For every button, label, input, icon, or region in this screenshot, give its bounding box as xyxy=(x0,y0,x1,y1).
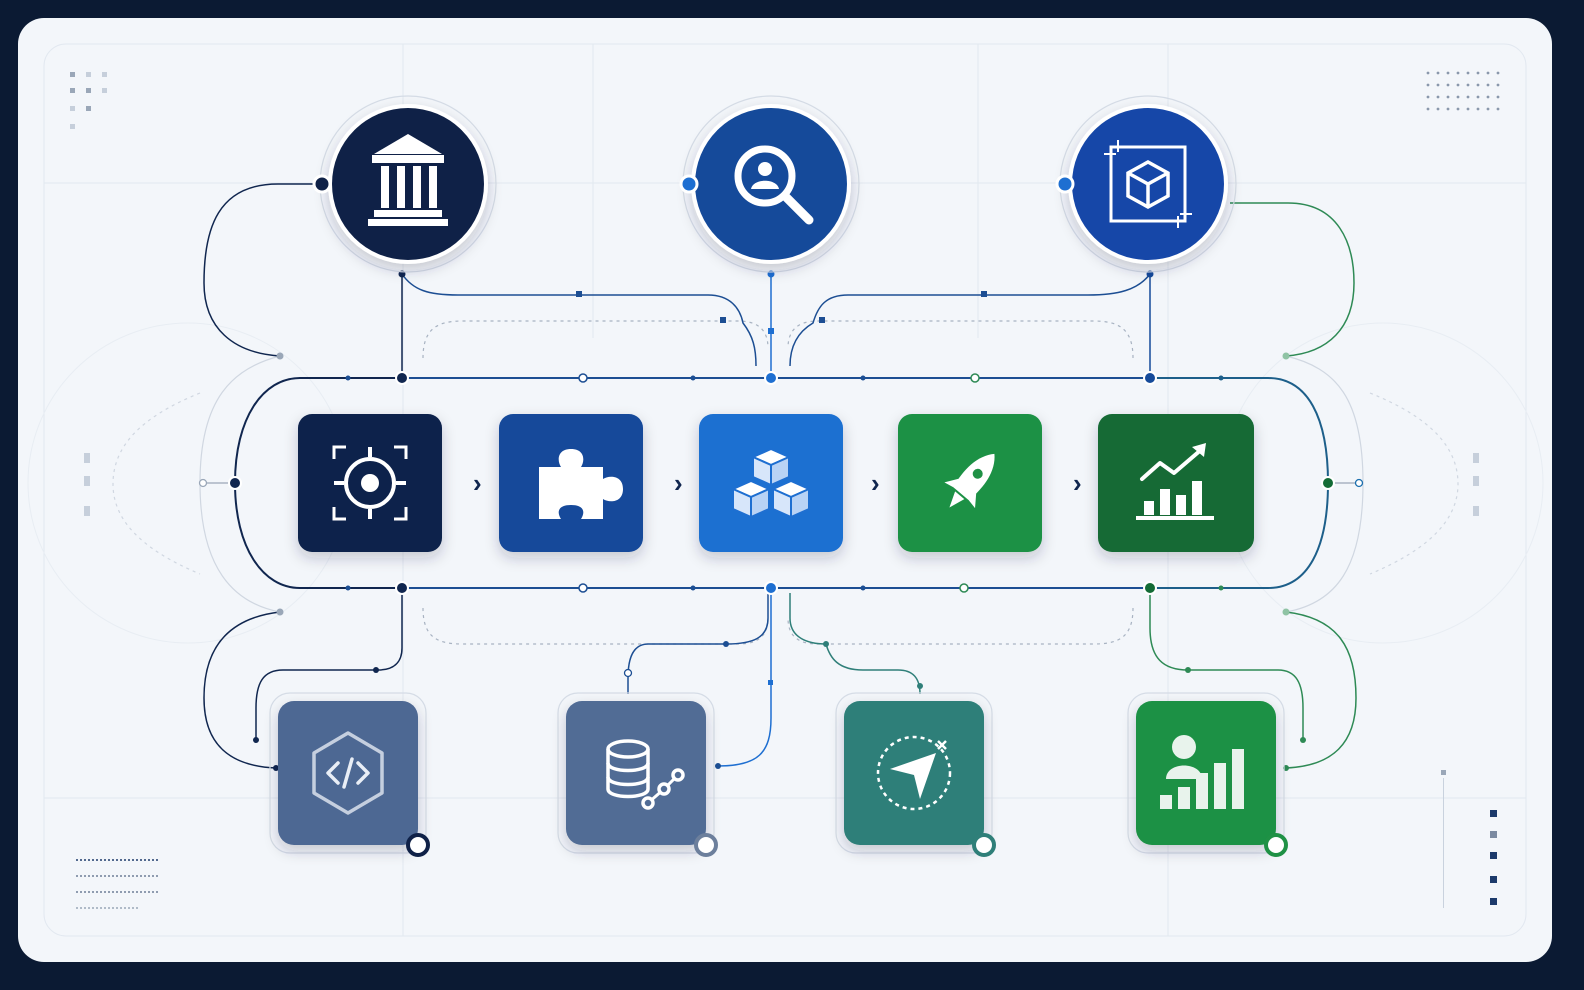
bank-icon xyxy=(368,134,448,226)
decor-top-right-dots xyxy=(1426,71,1500,111)
diagram-svg: › › › xyxy=(27,43,1544,937)
top-node-search[interactable] xyxy=(679,95,860,273)
pipeline-step-growth[interactable] xyxy=(1098,414,1254,552)
connector-nodes xyxy=(198,270,1364,771)
decor-bottom-left-lines xyxy=(76,859,160,909)
cube-blueprint-icon xyxy=(1104,140,1192,228)
target-icon xyxy=(332,445,408,521)
pipeline-step-puzzle[interactable] xyxy=(499,414,643,552)
top-connectors xyxy=(203,183,1355,378)
top-node-bank[interactable] xyxy=(312,95,497,273)
user-analytics-icon xyxy=(1160,735,1244,809)
dashed-guides xyxy=(112,320,1459,645)
bottom-node-analytics[interactable] xyxy=(1127,692,1288,857)
bottom-node-navigation[interactable] xyxy=(835,692,996,857)
puzzle-icon xyxy=(539,449,623,519)
code-icon xyxy=(312,731,384,815)
bottom-node-code[interactable] xyxy=(269,692,430,857)
pipeline-step-rocket[interactable] xyxy=(898,414,1042,552)
decor-side-marks xyxy=(84,453,1479,516)
rocket-icon xyxy=(944,453,995,509)
pipeline-arrow-2: › xyxy=(674,468,683,498)
pipeline-step-blocks[interactable] xyxy=(699,414,843,552)
pipeline-arrow-3: › xyxy=(871,468,880,498)
growth-chart-icon xyxy=(1136,443,1214,520)
decor-bottom-right-squares xyxy=(1441,770,1497,908)
pipeline-arrow-4: › xyxy=(1073,468,1082,498)
cubes-icon xyxy=(732,448,810,518)
pipeline-arrow-1: › xyxy=(473,468,482,498)
decor-top-left-dots xyxy=(70,72,107,129)
database-network-icon xyxy=(606,739,685,810)
navigation-icon xyxy=(876,735,952,811)
top-node-blueprint[interactable] xyxy=(1055,95,1237,273)
diagram-canvas: › › › xyxy=(18,18,1552,962)
pipeline-step-target[interactable] xyxy=(298,414,442,552)
bottom-node-database[interactable] xyxy=(557,692,718,857)
user-search-icon xyxy=(734,145,814,225)
